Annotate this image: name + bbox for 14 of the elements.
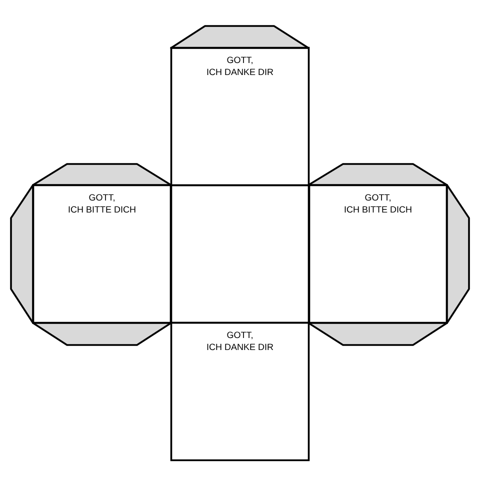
glue-tab [170,25,310,49]
cube-face [170,184,310,324]
face-text: GOTT, ICH BITTE DICH [344,194,412,213]
glue-tab [10,184,34,324]
glue-tab [446,184,470,324]
cube-face [170,46,310,186]
face-text: GOTT, ICH DANKE DIR [207,56,274,76]
glue-tab [308,322,448,346]
cube-face [170,322,310,462]
face-text: GOTT, ICH DANKE DIR [207,332,274,350]
face-text: GOTT, ICH BITTE DICH [68,194,136,213]
glue-tab [32,163,172,186]
glue-tab [32,322,172,346]
glue-tab [308,163,448,186]
